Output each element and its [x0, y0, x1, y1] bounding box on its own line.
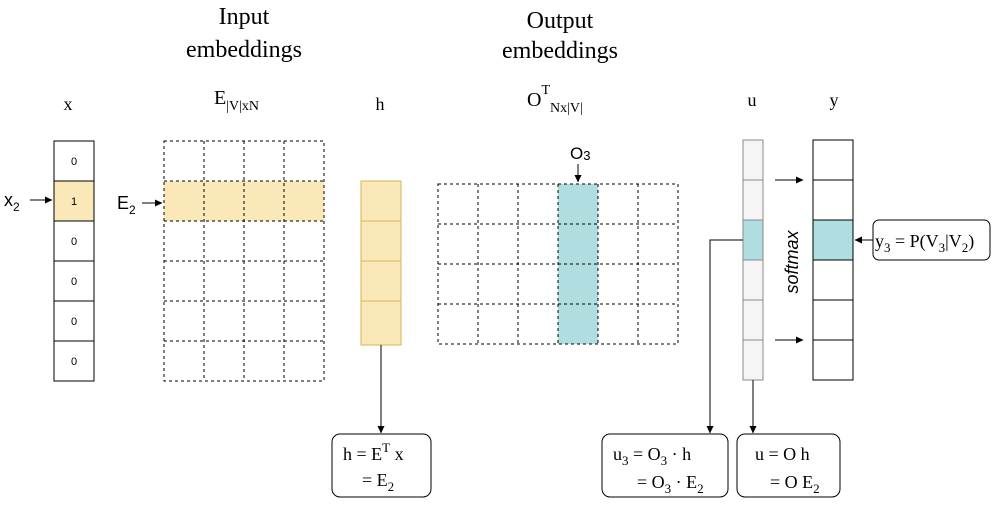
output-title-line1: Output: [527, 8, 594, 34]
h-vector-box: [360, 180, 402, 346]
u-header: u: [748, 90, 757, 110]
h-formula-line1: h = ET x: [343, 440, 404, 464]
x2-label: x2: [4, 190, 20, 214]
x-cell-3: 0: [71, 276, 77, 288]
input-title-line1: Input: [219, 4, 270, 30]
h-formula-line2: = E2: [362, 470, 394, 494]
matrix-o-label: OTNx|V|: [527, 83, 583, 116]
u3-formula-line2: = O3 · E2: [637, 472, 704, 496]
y3-cell-highlight: [813, 220, 853, 260]
e-matrix: [163, 140, 325, 382]
u-formula-line1: u = O h: [755, 444, 810, 464]
u3-cell-highlight: [742, 219, 764, 261]
x-header: x: [64, 94, 73, 114]
x-cell-highlight: [54, 181, 94, 221]
u3-formula-box: [601, 433, 729, 498]
x-cell-0: 0: [71, 156, 77, 168]
x-vector: 0 1 0 0 0 0: [53, 140, 95, 382]
h-header: h: [376, 94, 385, 114]
matrix-e-label: E|V|xN: [214, 87, 259, 114]
x-cell-4: 0: [71, 316, 77, 328]
y3-formula: y3 = P(V3|V2): [875, 231, 974, 255]
u-vector: [742, 139, 764, 381]
o3-label: O3: [570, 144, 590, 163]
softmax-label: softmax: [782, 229, 802, 293]
h-vector: [360, 180, 402, 346]
u3-to-formula-arrow: [706, 239, 743, 434]
e2-label: E2: [117, 193, 136, 217]
u-formula-line2: = O E2: [770, 472, 820, 496]
h-formula-box: [331, 433, 432, 498]
x-cell-5: 0: [71, 356, 77, 368]
u-formula-box: [736, 433, 841, 498]
output-title-line2: embeddings: [502, 38, 618, 64]
input-title-line2: embeddings: [186, 37, 302, 63]
u3-formula-line1: u3 = O3 · h: [613, 444, 691, 468]
x-cell-2: 0: [71, 236, 77, 248]
y-vector: [812, 139, 854, 381]
x-cell-1: 1: [71, 196, 77, 208]
o-matrix: [437, 183, 679, 345]
y-header: y: [830, 90, 839, 110]
